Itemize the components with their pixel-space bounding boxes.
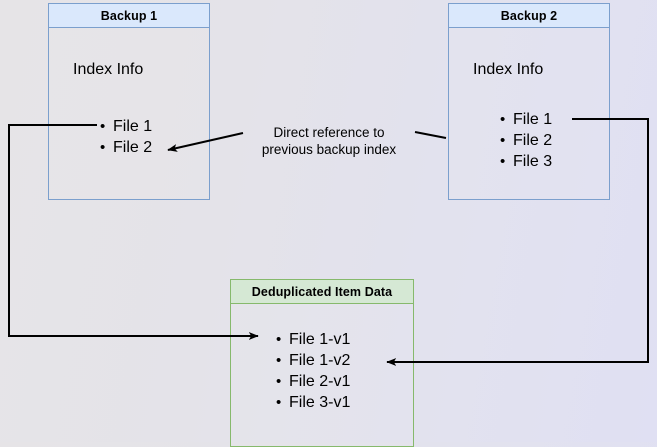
list-item: File 1-v2 xyxy=(276,350,350,371)
backup-2-file-list: File 1 File 2 File 3 xyxy=(500,109,552,172)
list-item: File 1 xyxy=(100,116,152,137)
backup-1-body: Index Info File 1 File 2 xyxy=(48,28,210,200)
list-item: File 2-v1 xyxy=(276,371,350,392)
list-item: File 1 xyxy=(500,109,552,130)
direct-reference-line-2: previous backup index xyxy=(261,142,397,157)
deduplicated-item-data-box: Deduplicated Item Data File 1-v1 File 1-… xyxy=(230,279,414,447)
backup-1-file-list: File 1 File 2 xyxy=(100,116,152,158)
backup-2-index-info-label: Index Info xyxy=(473,61,544,78)
backup-2-box: Backup 2 Index Info File 1 File 2 File 3 xyxy=(448,3,610,200)
backup-1-box: Backup 1 Index Info File 1 File 2 xyxy=(48,3,210,200)
backup-1-index-info-label: Index Info xyxy=(73,61,144,78)
deduplicated-file-list: File 1-v1 File 1-v2 File 2-v1 File 3-v1 xyxy=(276,329,350,413)
list-item: File 2 xyxy=(100,137,152,158)
deduplicated-item-data-body: File 1-v1 File 1-v2 File 2-v1 File 3-v1 xyxy=(230,304,414,447)
list-item: File 3-v1 xyxy=(276,392,350,413)
deduplicated-item-data-title: Deduplicated Item Data xyxy=(230,279,414,304)
backup-2-title: Backup 2 xyxy=(448,3,610,28)
list-item: File 3 xyxy=(500,151,552,172)
backup-1-title: Backup 1 xyxy=(48,3,210,28)
backup-2-body: Index Info File 1 File 2 File 3 xyxy=(448,28,610,200)
direct-reference-line-1: Direct reference to xyxy=(273,125,385,140)
direct-reference-annotation: Direct reference to previous backup inde… xyxy=(248,124,410,158)
list-item: File 1-v1 xyxy=(276,329,350,350)
list-item: File 2 xyxy=(500,130,552,151)
